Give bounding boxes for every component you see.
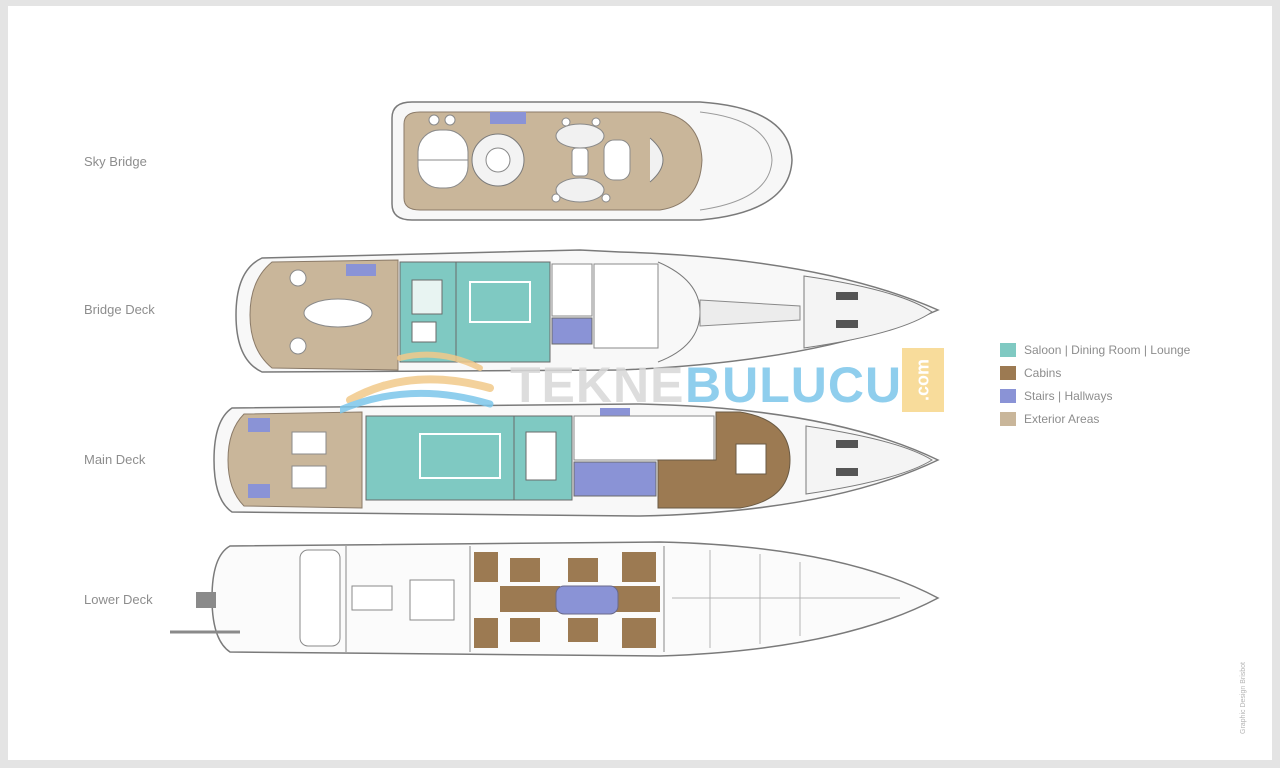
legend-item-stairs: Stairs | Hallways [1000,384,1190,407]
legend-item-exterior: Exterior Areas [1000,407,1190,430]
legend-label-cabins: Cabins [1024,365,1062,380]
deck-label-lower-deck: Lower Deck [84,592,153,607]
legend-swatch-exterior [1000,411,1016,426]
legend-label-exterior: Exterior Areas [1024,411,1100,426]
deck-label-bridge-deck: Bridge Deck [84,302,155,317]
lower-deck-plan [170,541,940,657]
design-credit: Graphic Design Brisbot [1240,662,1247,734]
sky-bridge-plan [391,101,793,221]
watermark-brand-first: TEKNE [510,357,685,413]
bridge-deck-plan [235,249,940,373]
legend-label-saloon: Saloon | Dining Room | Lounge [1024,342,1191,357]
watermark-domain: .com [912,358,933,402]
watermark-domain-badge: .com [902,348,944,412]
deck-label-sky-bridge: Sky Bridge [84,154,147,169]
legend: Saloon | Dining Room | Lounge Cabins Sta… [1000,338,1190,430]
watermark: TEKNE BULUCU .com [340,338,950,418]
watermark-brand-second: BULUCU [685,357,903,413]
legend-swatch-saloon [1000,342,1016,357]
legend-item-cabins: Cabins [1000,361,1190,384]
legend-item-saloon: Saloon | Dining Room | Lounge [1000,338,1190,361]
legend-swatch-cabins [1000,365,1016,380]
main-deck-plan [213,403,940,517]
wave-logo-icon [340,351,494,414]
legend-label-stairs: Stairs | Hallways [1024,388,1113,403]
legend-swatch-stairs [1000,388,1016,403]
deck-label-main-deck: Main Deck [84,452,146,467]
